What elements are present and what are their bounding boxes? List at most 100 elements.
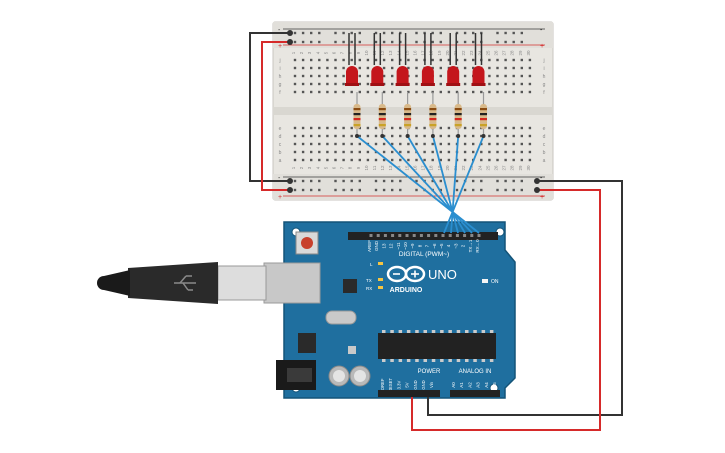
led[interactable] [471,33,486,86]
top-rail-minus-label: - [278,27,281,34]
column-number: 17 [421,165,426,171]
analog-pin-label: A1 [459,382,464,388]
power-pin-label: Vin [429,381,434,388]
power-header[interactable] [378,390,440,397]
analog-pin-label: A2 [467,382,472,388]
led[interactable] [370,33,385,86]
usb-icon [174,275,196,291]
usb-cable[interactable] [97,262,321,304]
row-letter: d [543,134,546,140]
power-pin-label: GND [413,380,418,389]
column-number: 24 [477,165,482,171]
column-number: 20 [445,50,450,56]
column-number: 29 [518,165,523,171]
analog-header[interactable] [450,390,500,397]
row-letter: a [279,158,282,164]
column-number: 30 [526,165,531,171]
row-letter: a [543,158,546,164]
breadboard-column-numbers: 1122334455667788991010111112121313141415… [291,50,531,171]
column-number: 26 [494,50,499,56]
signal-wire[interactable] [406,135,466,234]
wire-power-left[interactable] [261,41,290,191]
voltage-regulator [298,333,316,353]
wire-ground-left[interactable] [249,32,290,182]
column-number: 27 [502,50,507,56]
column-number: 19 [437,165,442,171]
column-number: 24 [477,50,482,56]
signal-wire[interactable] [381,135,473,234]
signal-wire[interactable] [443,135,485,234]
top-rail-plus-label: + [278,43,282,50]
column-number: 10 [364,165,369,171]
bottom-rail-plus-label-right: + [540,194,544,201]
wires[interactable] [249,30,623,431]
digital-header[interactable] [348,232,498,240]
led[interactable] [420,33,435,86]
led[interactable] [395,33,410,86]
resistor[interactable] [378,92,386,136]
column-number: 8 [348,51,353,54]
wire-ground-arduino[interactable] [427,180,623,416]
column-number: 19 [437,50,442,56]
row-letter: h [279,74,282,80]
atmega-pins [382,330,494,362]
breadboard-holes [293,31,532,192]
power-pin-label: 5V [405,382,410,387]
signal-wire[interactable] [356,135,480,234]
resistor[interactable] [429,92,437,136]
top-rail-minus-label-right: - [540,27,543,34]
analog-pin-label: A3 [476,382,481,388]
resistor[interactable] [353,92,361,136]
column-number: 6 [332,51,337,54]
power-pin-label: RESET [388,378,393,392]
atmega-chip [378,333,496,359]
model-label: UNO [428,267,457,282]
led[interactable] [345,33,359,86]
reset-button-cap[interactable] [301,237,313,249]
analog-pin-label: A4 [484,382,489,388]
column-number: 15 [404,50,409,56]
l-led [378,262,383,265]
bottom-rail-minus-label: - [278,175,281,182]
usb-chip [343,279,357,293]
resistor[interactable] [404,92,412,136]
on-led [482,279,488,283]
l-label: L [370,262,373,267]
resistor[interactable] [480,92,487,136]
rx-led [378,286,383,289]
row-letter: e [543,126,546,132]
row-letter: j [278,58,280,64]
arduino-logo [386,265,426,283]
signal-wire[interactable] [432,135,459,234]
digital-pin-label: 8 [417,244,422,247]
bottom-rail-minus-label-right: - [540,175,543,182]
column-number: 28 [510,50,515,56]
column-number: 9 [356,51,361,54]
row-letter: f [543,90,545,96]
wire-5v-arduino[interactable] [411,189,601,431]
resistor[interactable] [454,92,462,136]
column-number: 2 [299,166,304,169]
column-number: 29 [518,50,523,56]
column-number: 13 [388,165,393,171]
column-number: 3 [307,166,312,169]
tx-led [378,278,383,281]
column-number: 13 [388,50,393,56]
led[interactable] [446,33,461,86]
column-number: 18 [429,165,434,171]
brand-label: ARDUINO [390,287,423,294]
column-number: 17 [421,50,426,56]
led-group[interactable] [345,33,486,86]
digital-pin-label: ~9 [410,243,415,249]
digital-pin-label: 4 [446,244,451,247]
signal-wires[interactable] [355,134,486,234]
column-number: 23 [469,165,474,171]
signal-wire[interactable] [450,135,460,234]
resistor-group[interactable] [353,92,488,136]
